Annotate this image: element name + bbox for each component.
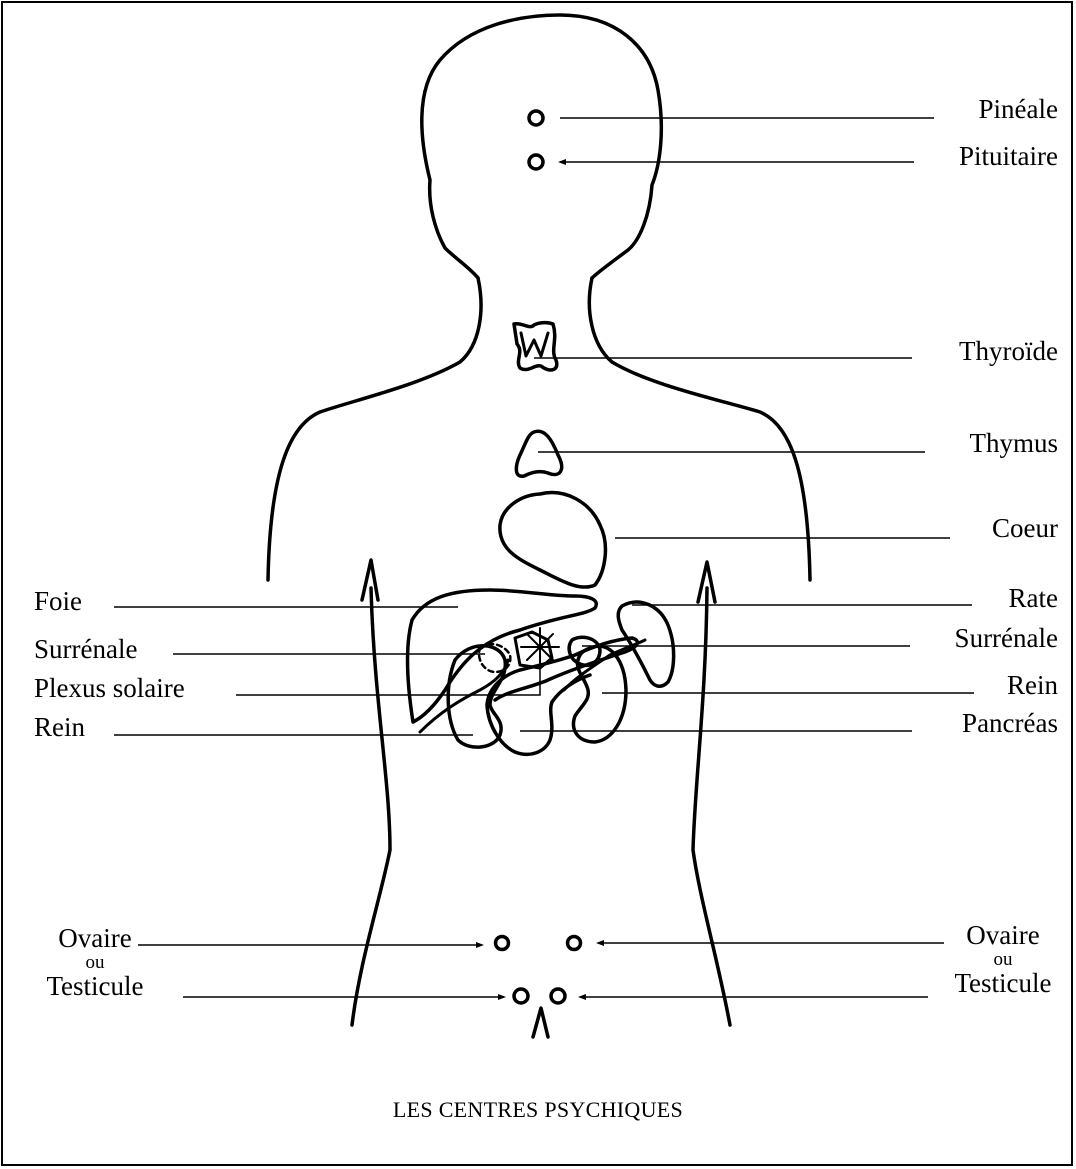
thyroid-w — [521, 333, 548, 356]
ovary-right-dot — [568, 937, 581, 950]
testicle-left-dot — [514, 989, 528, 1003]
label-gonads-right: Ovaire ou Testicule — [942, 922, 1064, 997]
testicle-right-dot — [551, 989, 565, 1003]
label-testicule-left: Testicule — [34, 973, 156, 1000]
label-gonads-left: Ovaire ou Testicule — [34, 925, 156, 1000]
label-surrenale-right: Surrénale — [955, 625, 1058, 652]
thymus-outline — [516, 431, 561, 476]
label-ovaire-right: Ovaire — [942, 922, 1064, 949]
label-coeur: Coeur — [992, 515, 1058, 542]
label-ou-right: ou — [942, 950, 1064, 969]
label-pancreas: Pancréas — [962, 710, 1058, 737]
torso-right — [693, 588, 730, 1025]
label-pituitaire: Pituitaire — [959, 143, 1058, 170]
label-testicule-right: Testicule — [942, 970, 1064, 997]
label-rate: Rate — [1009, 585, 1058, 612]
body-outline-left — [268, 278, 481, 580]
body-outline-right — [589, 278, 810, 580]
label-plexus-solaire: Plexus solaire — [34, 675, 185, 702]
leader-arrowheads — [476, 159, 604, 1000]
pituitary-dot — [529, 155, 543, 169]
head-outline — [422, 15, 662, 278]
label-surrenale-left: Surrénale — [34, 636, 137, 663]
label-rein-left: Rein — [34, 714, 85, 741]
pineal-dot — [529, 111, 543, 125]
vessel-left — [420, 660, 508, 732]
label-ovaire-left: Ovaire — [34, 925, 156, 952]
label-ou-left: ou — [34, 953, 156, 972]
label-foie: Foie — [34, 588, 82, 615]
diagram-caption: LES CENTRES PSYCHIQUES — [0, 1097, 1076, 1123]
label-rein-right: Rein — [1007, 672, 1058, 699]
label-pineale: Pinéale — [979, 96, 1058, 123]
label-thyroide: Thyroïde — [959, 338, 1058, 365]
leader-lines — [114, 118, 974, 997]
label-thymus: Thymus — [969, 430, 1058, 457]
ovary-left-dot — [496, 937, 509, 950]
heart-outline — [500, 493, 606, 587]
crotch-arrow — [533, 1008, 548, 1037]
spleen-outline — [618, 602, 673, 686]
